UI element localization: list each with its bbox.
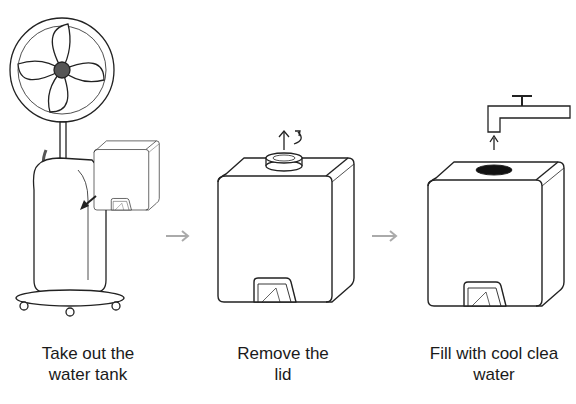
water-tank xyxy=(428,162,564,306)
water-faucet xyxy=(488,96,570,150)
water-tank xyxy=(218,131,354,302)
step-caption: Remove the lid xyxy=(228,343,338,385)
insert-arrow-head xyxy=(80,200,89,210)
step-caption: Fill with cool clea water xyxy=(419,343,569,385)
step-caption: Take out the water tank xyxy=(23,343,153,385)
water-tank xyxy=(94,141,159,210)
